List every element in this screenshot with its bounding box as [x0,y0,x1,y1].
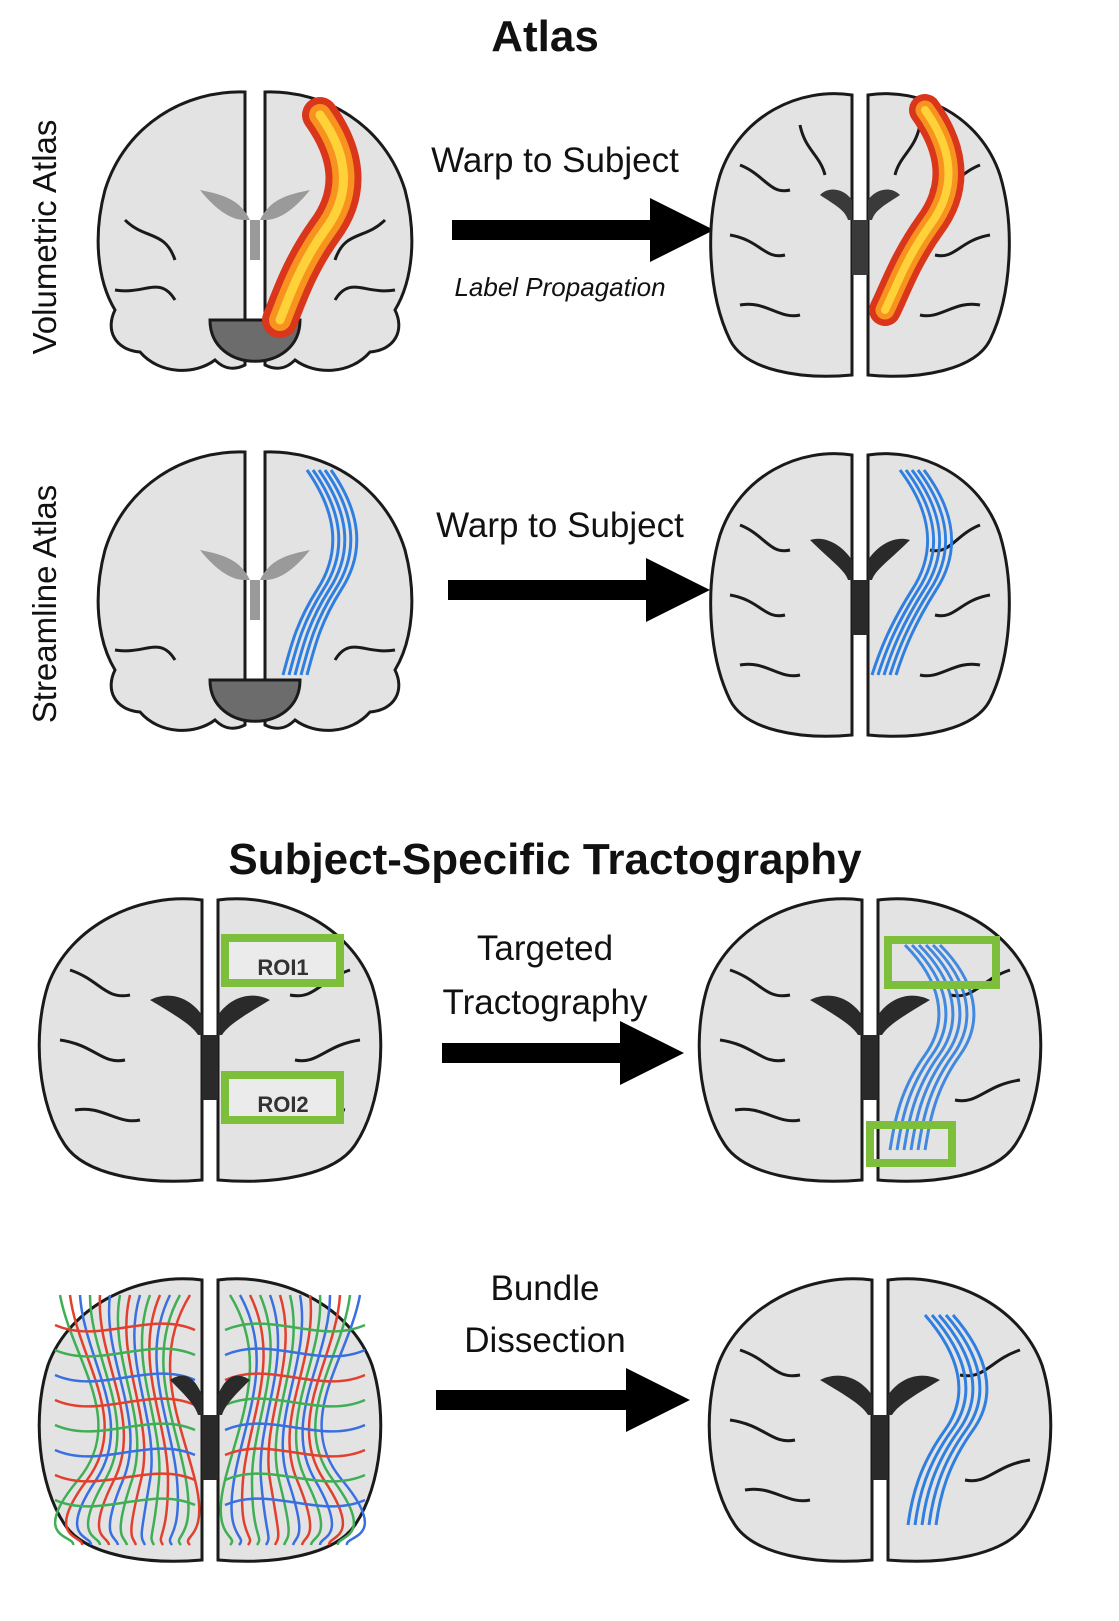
tractogram-fiber [307,1294,345,1546]
tractogram-fiber [125,1294,146,1546]
bundle-dissection-row [37,1277,1053,1563]
tractogram-fiber [54,1347,196,1358]
roi2-label: ROI2 [257,1092,308,1117]
axial-brain-targeted-result [697,897,1043,1183]
tractogram-fiber [219,1294,252,1546]
tractogram-fiber [54,1497,196,1508]
tractogram-fiber [54,1322,196,1333]
tractogram-fiber [230,1294,258,1546]
targeted-label-line1: Targeted [476,929,614,968]
tractogram-fiber [259,1294,280,1546]
axial-brain-dissected-bundle [707,1277,1053,1563]
tractogram-fiber [224,1347,366,1358]
tractogram-fiber [288,1294,313,1546]
whole-brain-tractogram [37,1277,383,1563]
tractogram-fiber [116,1294,139,1546]
tractogram-fiber [224,1372,366,1383]
volumetric-atlas-row [96,90,1011,378]
label-propagation-label: Label Propagation [454,272,666,302]
axial-brain-roi [37,897,383,1183]
tractogram-fiber [54,1472,196,1483]
tractogram-fiber [224,1497,366,1508]
tractogram-fiber [224,1397,366,1408]
tractogram-fiber [274,1294,295,1546]
tractogram-fiber [224,1422,366,1433]
axial-brain-volumetric [709,92,1011,378]
tractogram-fiber [148,1294,170,1546]
tractogram-fiber [320,1294,367,1546]
streamline-atlas-side-label: Streamline Atlas [26,484,63,724]
targeted-label-line2: Tractography [442,983,648,1022]
tractogram-fiber [250,1294,272,1546]
tractogram-fiber [54,1397,196,1408]
tractogram-fiber [140,1294,161,1546]
roi1-label: ROI1 [257,955,308,980]
tractogram-fiber [240,1294,265,1546]
coronal-brain-volumetric [96,90,414,372]
tractogram-fiber [294,1294,323,1546]
volumetric-atlas-side-label: Volumetric Atlas [26,119,63,355]
tractogram-fiber [133,1294,153,1546]
tractogram-fiber [54,1422,196,1433]
dissection-label-line1: Bundle [490,1269,600,1308]
tractogram-fiber [54,1447,196,1458]
tractogram-fiber [267,1294,287,1546]
coronal-brain-streamline [96,450,414,732]
tractography-section-title: Subject-Specific Tractography [228,835,862,884]
tractogram-fiber [168,1294,201,1546]
dissection-label-line2: Dissection [464,1321,626,1360]
tractogram-fiber [53,1294,100,1546]
tractogram-fiber [301,1294,334,1546]
axial-brain-streamline [709,452,1011,738]
tractogram-fiber [64,1294,106,1546]
streamline-atlas-row [96,450,1011,738]
tractogram-fiber [97,1294,126,1546]
tractogram-fiber [224,1322,366,1333]
targeted-tractography-row: ROI1 ROI2 [37,897,1043,1183]
tractogram-fiber [162,1294,190,1546]
tractogram-fiber [54,1372,196,1383]
tractogram-fiber [155,1294,180,1546]
atlas-section-title: Atlas [491,12,599,61]
tractogram-fiber [75,1294,113,1546]
tractogram-fiber [224,1472,366,1483]
tractogram-fiber [224,1447,366,1458]
tractogram-fiber [281,1294,304,1546]
volumetric-warp-label: Warp to Subject [431,141,679,180]
tractogram-fiber [314,1294,356,1546]
tractogram-fiber [86,1294,119,1546]
streamline-warp-label: Warp to Subject [436,506,684,545]
tractogram-fiber [107,1294,132,1546]
